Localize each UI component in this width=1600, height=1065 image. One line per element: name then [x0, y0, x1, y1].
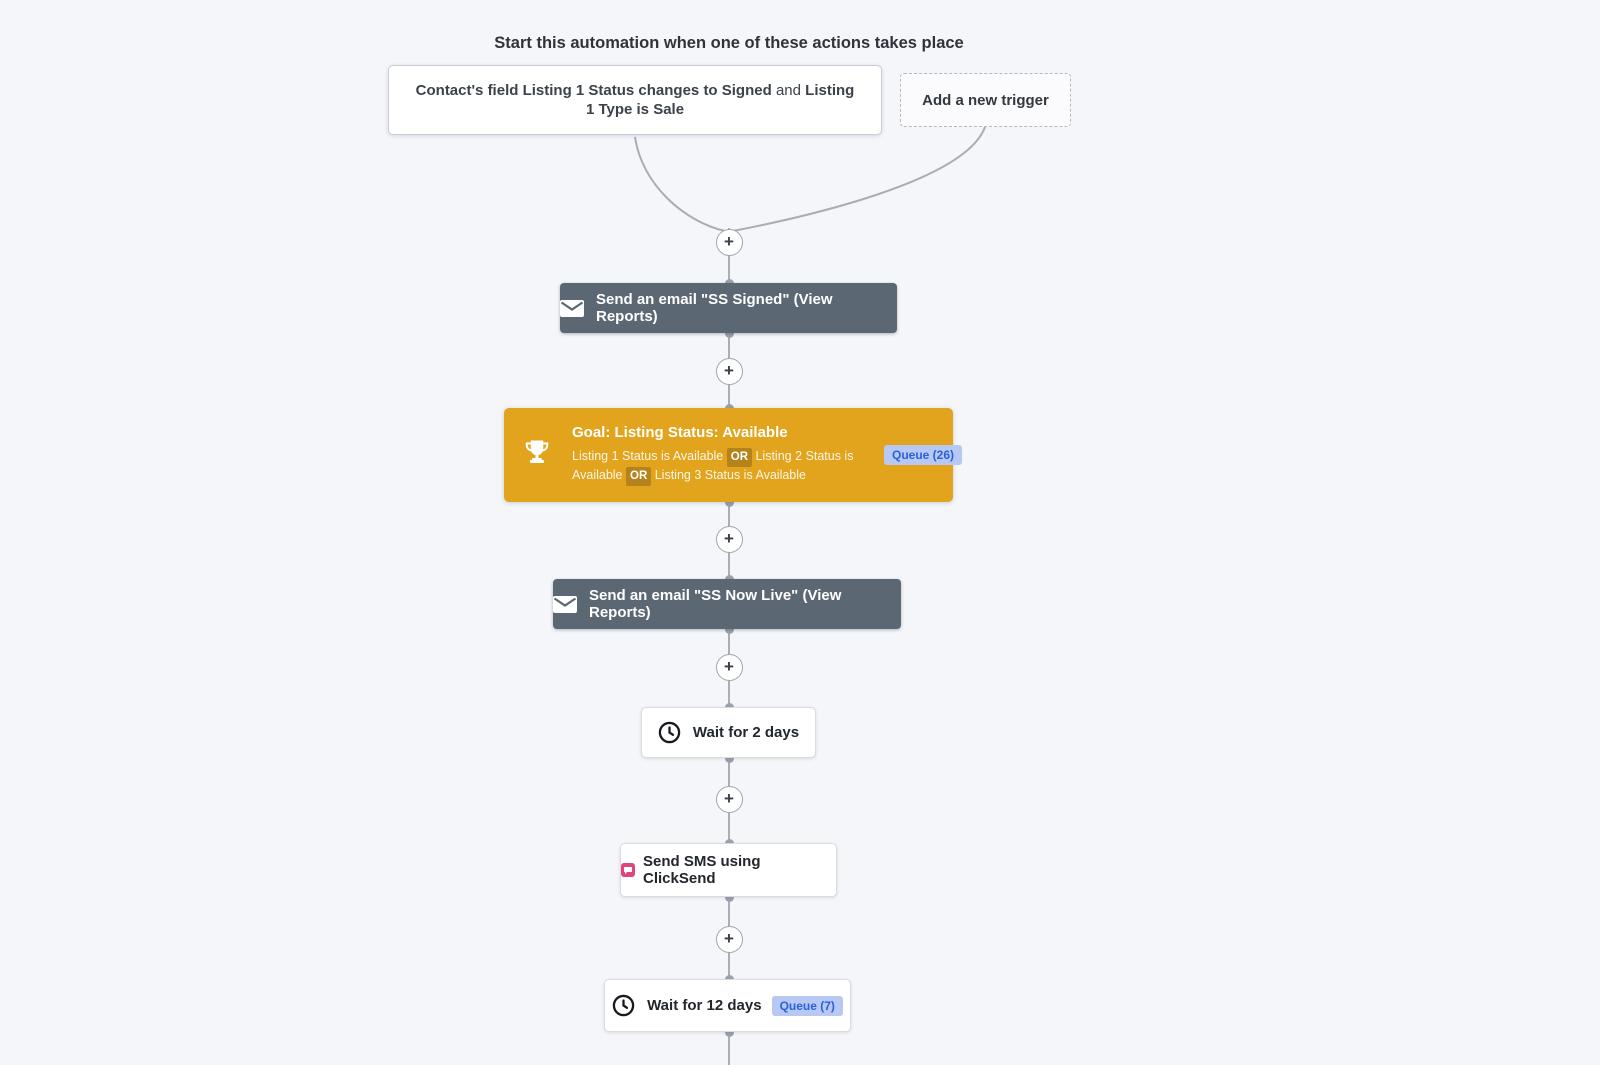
action-node-send-email-ss-signed[interactable]: Send an email "SS Signed" (View Reports) — [560, 283, 897, 333]
add-trigger-label: Add a new trigger — [922, 91, 1049, 109]
goal-conditions: Listing 1 Status is Available OR Listing… — [572, 448, 884, 486]
view-reports-link[interactable]: (View Reports) — [589, 587, 842, 621]
plus-icon: + — [724, 361, 734, 380]
email-icon — [553, 595, 577, 613]
add-action-button-6[interactable]: + — [715, 925, 743, 953]
plus-icon: + — [724, 657, 734, 676]
plus-icon: + — [724, 789, 734, 808]
clock-icon — [658, 721, 681, 744]
clock-icon — [612, 994, 635, 1017]
add-action-button-1[interactable]: + — [715, 228, 743, 256]
queue-badge: Queue (7) — [771, 995, 843, 1016]
plus-icon: + — [724, 929, 734, 948]
action-node-wait-12-days[interactable]: Wait for 12 days Queue (7) — [604, 979, 851, 1032]
or-badge: OR — [626, 467, 652, 486]
connector-dot — [724, 328, 734, 338]
action-label: Wait for 2 days — [692, 724, 800, 741]
goal-node-listing-status-available[interactable]: Goal: Listing Status: Available Listing … — [504, 408, 963, 502]
connector-dot — [724, 892, 734, 902]
add-new-trigger-button[interactable]: Add a new trigger — [900, 73, 1071, 127]
connector-dot — [724, 1027, 734, 1037]
action-label: Wait for 12 days — [647, 997, 762, 1014]
connector-dot — [724, 624, 734, 634]
goal-text: Goal: Listing Status: Available Listing … — [572, 424, 884, 486]
clicksend-sms-icon — [621, 863, 635, 877]
action-node-send-sms-clicksend[interactable]: Send SMS using ClickSend — [620, 843, 837, 897]
plus-icon: + — [724, 232, 734, 251]
or-badge: OR — [726, 448, 752, 467]
add-action-button-5[interactable]: + — [715, 785, 743, 813]
action-label: Send an email "SS Signed" (View Reports) — [596, 291, 833, 325]
add-action-button-4[interactable]: + — [715, 653, 743, 681]
trophy-icon — [522, 438, 552, 473]
view-reports-link[interactable]: (View Reports) — [596, 291, 833, 325]
plus-icon: + — [724, 529, 734, 548]
goal-title: Goal: Listing Status: Available — [572, 424, 788, 441]
trigger-node[interactable]: Contact's field Listing 1 Status changes… — [388, 65, 882, 135]
connector-dot — [724, 497, 734, 507]
queue-badge: Queue (26) — [884, 445, 963, 465]
action-node-send-email-ss-now-live[interactable]: Send an email "SS Now Live" (View Report… — [553, 579, 901, 629]
connector-dot — [724, 753, 734, 763]
add-action-button-3[interactable]: + — [715, 525, 743, 553]
add-action-button-2[interactable]: + — [715, 357, 743, 385]
email-icon — [560, 299, 584, 317]
action-label: Send SMS using ClickSend — [643, 853, 761, 887]
action-node-wait-2-days[interactable]: Wait for 2 days — [641, 707, 816, 758]
page-title: Start this automation when one of these … — [494, 34, 964, 52]
trigger-description: Contact's field Listing 1 Status changes… — [415, 82, 855, 118]
action-label: Send an email "SS Now Live" (View Report… — [589, 587, 842, 621]
